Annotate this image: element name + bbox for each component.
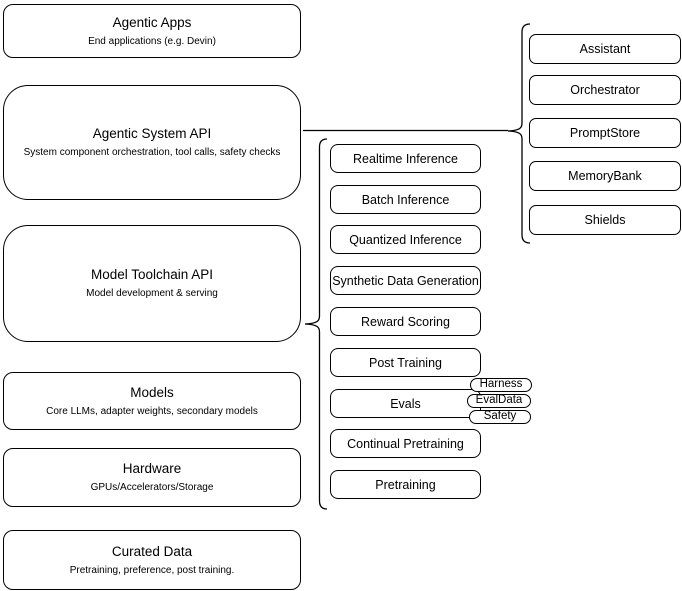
layer-subtitle: System component orchestration, tool cal… xyxy=(23,147,281,158)
eval-tag-harness: Harness xyxy=(470,378,532,392)
system-component-assistant: Assistant xyxy=(529,34,681,64)
layer-title: Models xyxy=(130,384,174,400)
layer-title: Curated Data xyxy=(111,543,193,559)
layer-subtitle: Core LLMs, adapter weights, secondary mo… xyxy=(46,405,258,417)
brace-agentic-system-components xyxy=(507,23,531,244)
layer-subtitle: GPUs/Accelerators/Storage xyxy=(90,482,214,493)
toolchain-item-reward-scoring: Reward Scoring xyxy=(330,307,481,336)
layer-subtitle: Pretraining, preference, post training. xyxy=(69,564,235,576)
layer-title: Hardware xyxy=(122,461,182,477)
toolchain-item-pretraining: Pretraining xyxy=(330,470,481,499)
layer-model-toolchain-api: Model Toolchain API Model development & … xyxy=(3,225,301,342)
eval-tag-safety: Safety xyxy=(469,410,531,424)
layer-curated-data: Curated Data Pretraining, preference, po… xyxy=(3,530,301,590)
layer-models: Models Core LLMs, adapter weights, secon… xyxy=(3,372,301,430)
toolchain-item-quantized-inference: Quantized Inference xyxy=(330,225,481,254)
toolchain-item-realtime-inference: Realtime Inference xyxy=(330,144,481,173)
layer-hardware: Hardware GPUs/Accelerators/Storage xyxy=(3,448,301,507)
eval-tag-evaldata: EvalData xyxy=(467,394,531,408)
toolchain-item-batch-inference: Batch Inference xyxy=(330,185,481,214)
toolchain-item-synthetic-data-generation: Synthetic Data Generation xyxy=(330,266,481,295)
toolchain-item-post-training: Post Training xyxy=(330,348,481,377)
system-component-shields: Shields xyxy=(529,205,681,235)
brace-toolchain-items xyxy=(304,138,328,510)
system-component-memorybank: MemoryBank xyxy=(529,161,681,191)
layer-subtitle: Model development & serving xyxy=(86,288,218,299)
layer-subtitle: End applications (e.g. Devin) xyxy=(88,35,216,47)
toolchain-item-evals: Evals xyxy=(330,389,481,418)
layer-agentic-apps: Agentic Apps End applications (e.g. Devi… xyxy=(3,4,301,58)
toolchain-item-continual-pretraining: Continual Pretraining xyxy=(330,429,481,458)
layer-title: Agentic Apps xyxy=(112,14,192,30)
system-component-promptstore: PromptStore xyxy=(529,118,681,148)
layer-title: Agentic System API xyxy=(92,126,212,142)
layer-title: Model Toolchain API xyxy=(90,267,214,283)
layer-agentic-system-api: Agentic System API System component orch… xyxy=(3,85,301,200)
system-component-orchestrator: Orchestrator xyxy=(529,75,681,105)
